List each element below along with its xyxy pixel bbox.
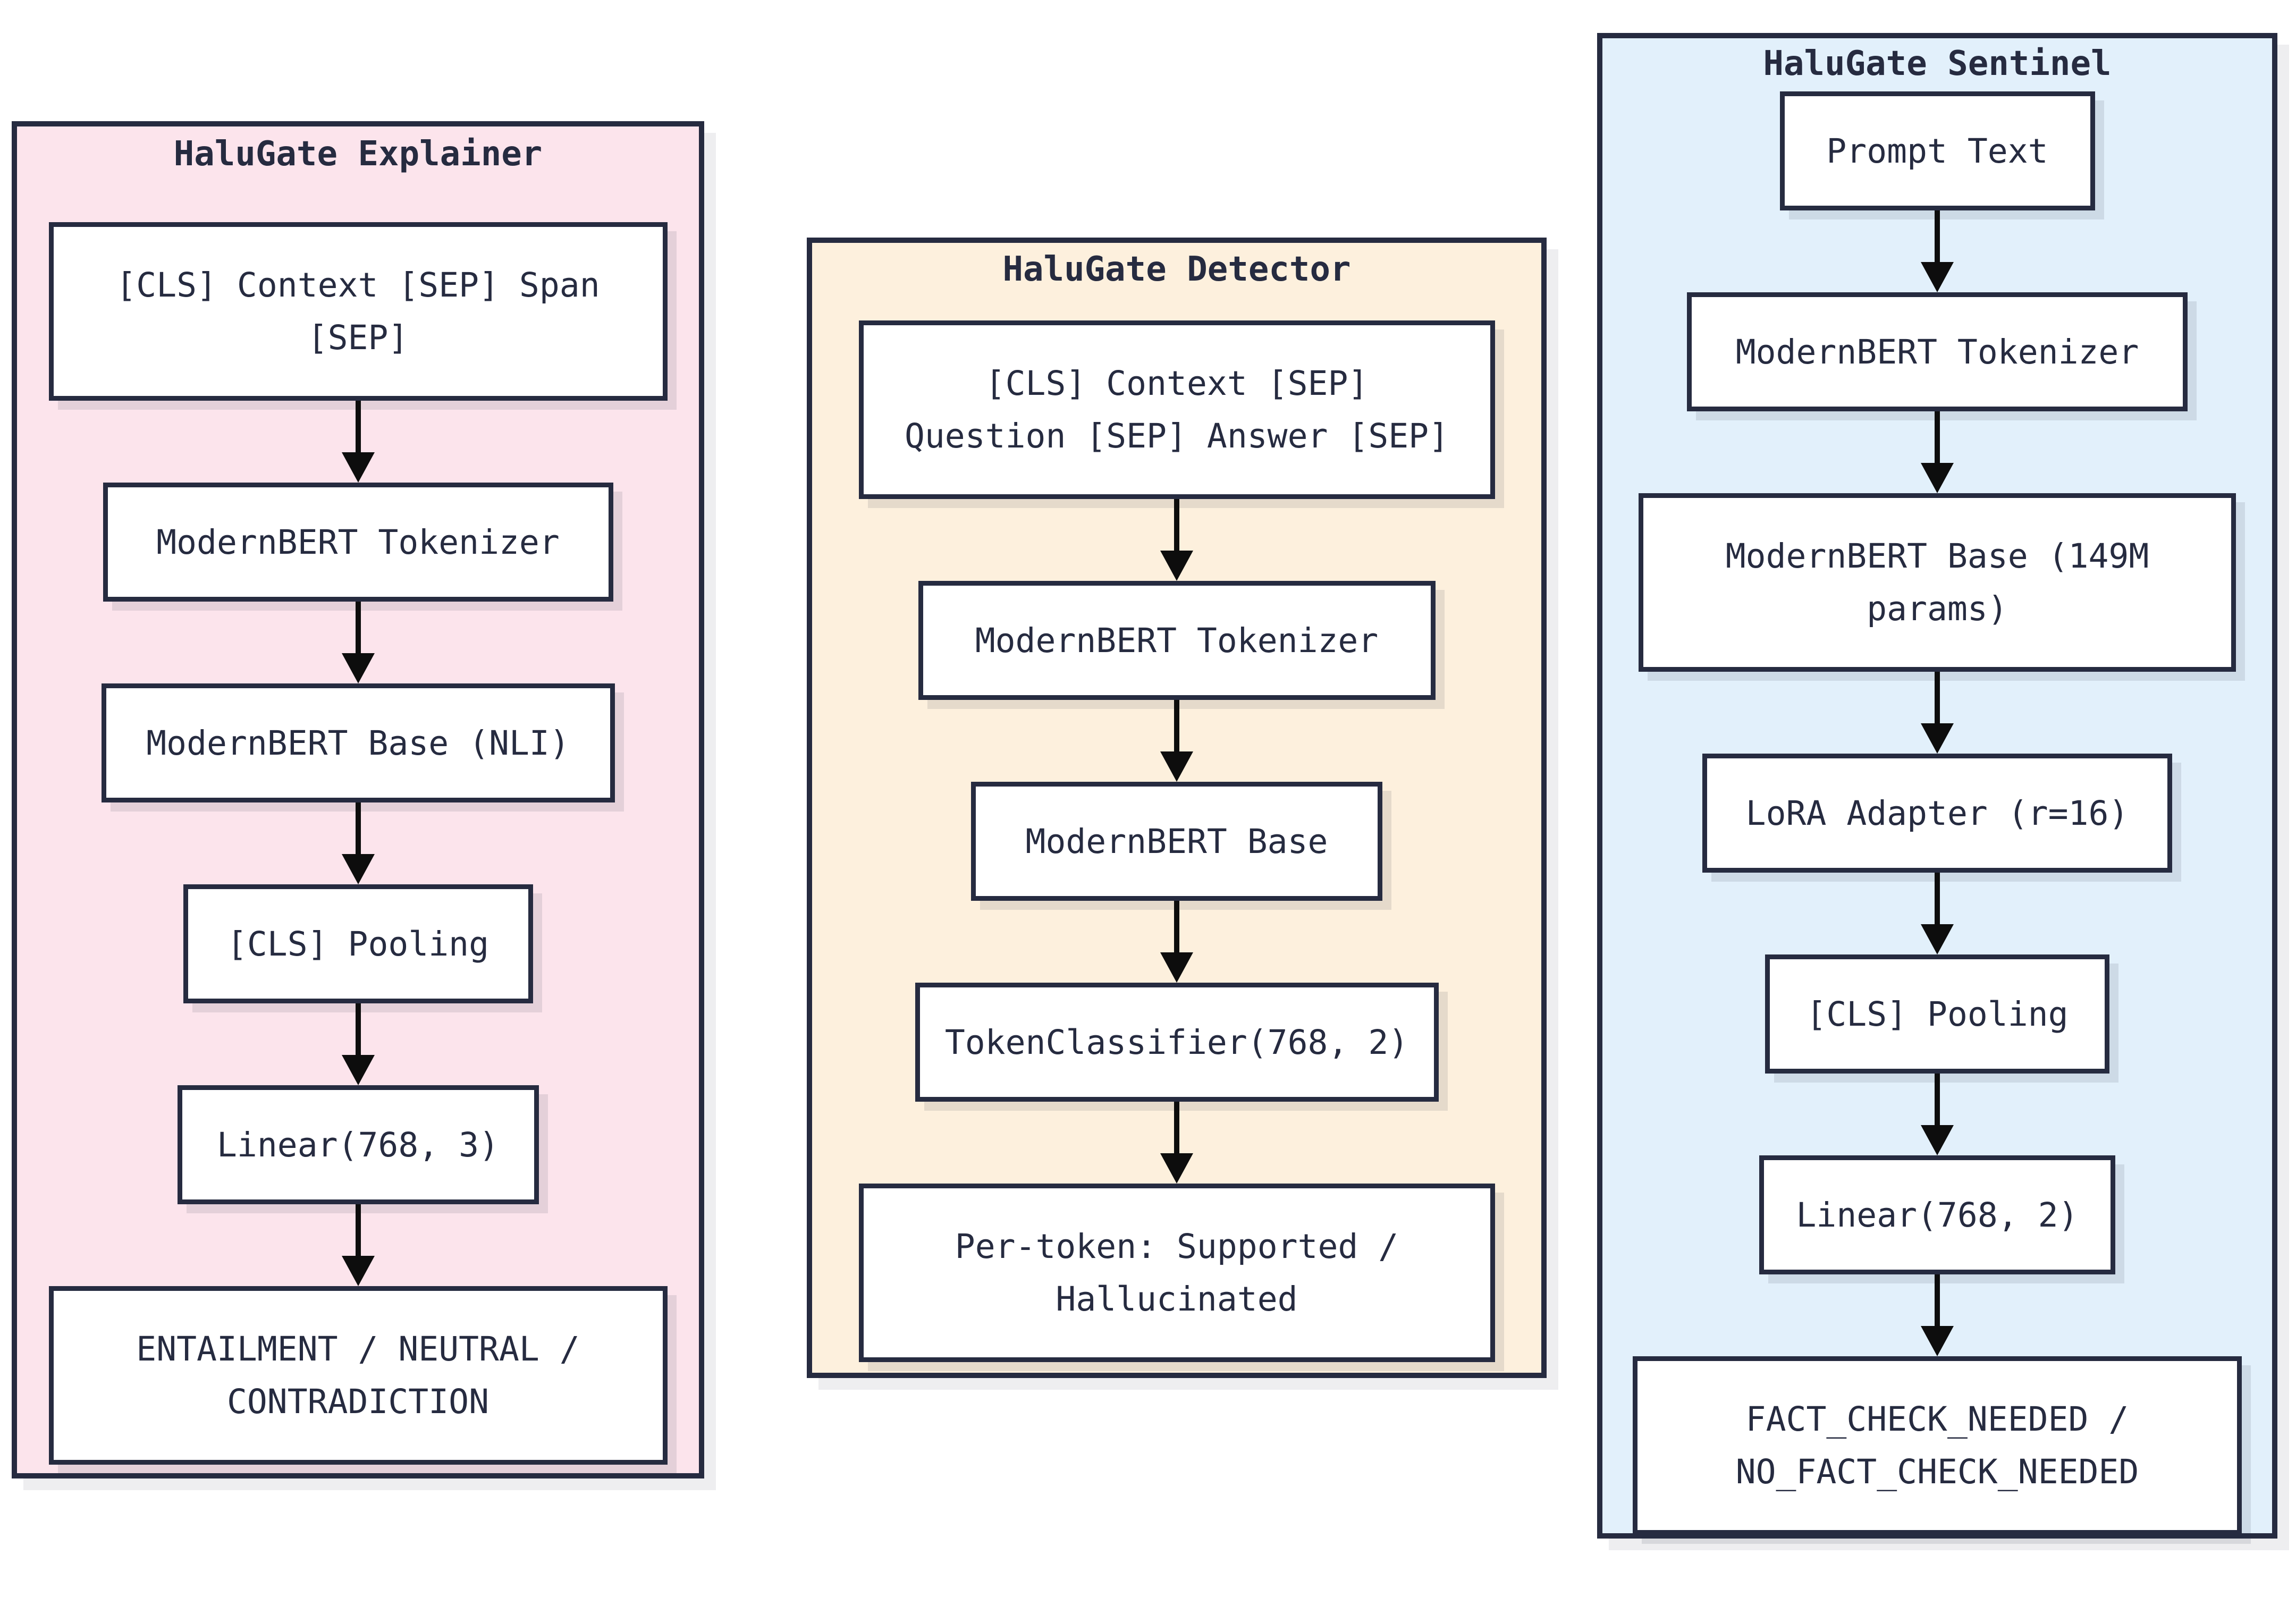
arrow-down-icon <box>1160 499 1193 581</box>
arrow-shaft <box>1174 1102 1179 1153</box>
node-per-token-supported-hallucinated: Per-token: Supported / Hallucinated <box>858 1184 1495 1362</box>
panel-halugate-explainer: HaluGate Explainer [CLS] Context [SEP] S… <box>12 121 704 1478</box>
arrow-down-icon <box>1921 411 1954 493</box>
node-cls-context-sep-span: [CLS] Context [SEP] Span [SEP] <box>48 222 668 401</box>
arrow-down-icon <box>341 1003 375 1085</box>
arrow-down-icon <box>1921 1274 1954 1356</box>
node-cls-context-question-answer: [CLS] Context [SEP] Question [SEP] Answe… <box>858 320 1495 499</box>
arrow-head <box>341 1256 375 1286</box>
node-tokenclassifier-768-2: TokenClassifier(768, 2) <box>915 983 1439 1102</box>
arrow-head <box>1921 262 1954 292</box>
panel-title-detector: HaluGate Detector <box>1002 250 1351 289</box>
arrow-down-icon <box>341 1204 375 1286</box>
arrow-head <box>341 452 375 483</box>
arrow-shaft <box>1174 700 1179 751</box>
arrow-head <box>1160 751 1193 782</box>
node-linear-768-3: Linear(768, 3) <box>177 1085 539 1204</box>
node-prompt-text: Prompt Text <box>1779 91 2095 210</box>
arrow-shaft <box>355 602 361 653</box>
node-cls-pooling-explainer: [CLS] Pooling <box>183 884 533 1003</box>
arrow-head <box>341 854 375 884</box>
arrow-shaft <box>1935 210 1940 262</box>
node-modernbert-base-detector: ModernBERT Base <box>971 782 1382 901</box>
arrow-head <box>1921 1125 1954 1155</box>
panel-halugate-detector: HaluGate Detector [CLS] Context [SEP] Qu… <box>807 238 1547 1378</box>
arrow-shaft <box>1935 672 1940 723</box>
arrow-shaft <box>355 1204 361 1256</box>
node-modernbert-tokenizer-explainer: ModernBERT Tokenizer <box>103 483 613 602</box>
node-cls-pooling-sentinel: [CLS] Pooling <box>1765 954 2109 1074</box>
arrow-head <box>1160 952 1193 983</box>
arrow-down-icon <box>1160 700 1193 782</box>
arrow-shaft <box>1174 901 1179 952</box>
arrow-shaft <box>1935 1074 1940 1125</box>
arrow-down-icon <box>341 401 375 483</box>
node-fact-check-needed: FACT_CHECK_NEEDED / NO_FACT_CHECK_NEEDED <box>1633 1356 2242 1535</box>
panel-title-explainer: HaluGate Explainer <box>173 134 543 174</box>
arrow-down-icon <box>341 802 375 884</box>
node-entailment-neutral-contradiction: ENTAILMENT / NEUTRAL / CONTRADICTION <box>48 1286 668 1465</box>
arrow-down-icon <box>1160 901 1193 983</box>
arrow-head <box>341 653 375 683</box>
arrow-shaft <box>1174 499 1179 551</box>
arrow-shaft <box>355 401 361 452</box>
arrow-head <box>1921 723 1954 754</box>
arrow-head <box>1921 463 1954 493</box>
arrow-shaft <box>355 1003 361 1055</box>
node-modernbert-tokenizer-sentinel: ModernBERT Tokenizer <box>1687 292 2188 411</box>
arrow-down-icon <box>1921 672 1954 754</box>
node-modernbert-base-nli: ModernBERT Base (NLI) <box>101 683 615 802</box>
arrow-down-icon <box>341 602 375 683</box>
arrow-shaft <box>1935 411 1940 463</box>
arrow-shaft <box>1935 1274 1940 1326</box>
arrow-head <box>1921 924 1954 954</box>
arrow-shaft <box>355 802 361 854</box>
arrow-shaft <box>1935 873 1940 924</box>
arrow-down-icon <box>1921 1074 1954 1155</box>
node-modernbert-base-149m: ModernBERT Base (149M params) <box>1639 493 2236 672</box>
arrow-head <box>1160 551 1193 581</box>
node-modernbert-tokenizer-detector: ModernBERT Tokenizer <box>918 581 1436 700</box>
arrow-down-icon <box>1921 210 1954 292</box>
arrow-head <box>341 1055 375 1085</box>
arrow-head <box>1160 1153 1193 1184</box>
arrow-head <box>1921 1326 1954 1356</box>
node-lora-adapter-r16: LoRA Adapter (r=16) <box>1702 754 2172 873</box>
panel-title-sentinel: HaluGate Sentinel <box>1763 44 2112 83</box>
panel-halugate-sentinel: HaluGate Sentinel Prompt Text ModernBERT… <box>1597 33 2277 1539</box>
node-linear-768-2: Linear(768, 2) <box>1759 1155 2115 1274</box>
arrow-down-icon <box>1921 873 1954 954</box>
arrow-down-icon <box>1160 1102 1193 1184</box>
